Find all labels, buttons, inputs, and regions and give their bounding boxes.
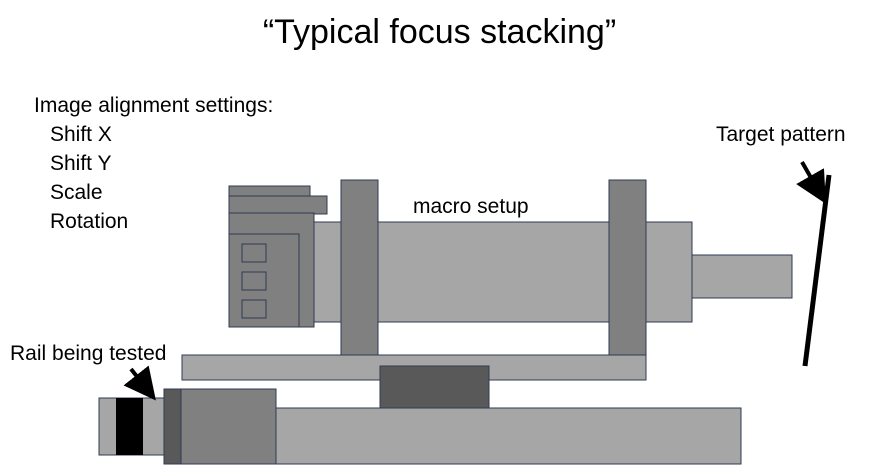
rail-label: Rail being tested [10,342,167,365]
setting-rotation: Rotation [50,210,129,233]
macro-setup-label: macro setup [413,195,529,218]
target-pattern-arrow [796,161,826,204]
camera-button-2 [241,271,267,291]
setting-shift-y: Shift Y [50,152,112,175]
camera-button-1 [241,243,267,263]
rail-black-band [116,398,143,455]
right-clamp [608,179,647,357]
camera-shoulder [228,195,328,215]
camera-button-3 [241,299,267,319]
rail-arrow [123,365,156,401]
camera-top-plate [228,185,311,198]
alignment-settings-list: Shift X Shift Y Scale Rotation [50,120,128,236]
setting-scale: Scale [50,181,103,204]
rail-motor [180,388,277,465]
rail-body [275,407,742,465]
setting-shift-x: Shift X [50,123,112,146]
target-pattern [802,174,832,367]
rail-carriage [379,365,490,410]
diagram-title: “Typical focus stacking” [262,13,617,51]
lens-tube-end [691,254,793,299]
rail-collar [163,388,183,465]
alignment-settings-heading: Image alignment settings: [34,94,274,117]
left-clamp [340,179,379,357]
target-pattern-label: Target pattern [716,123,846,146]
